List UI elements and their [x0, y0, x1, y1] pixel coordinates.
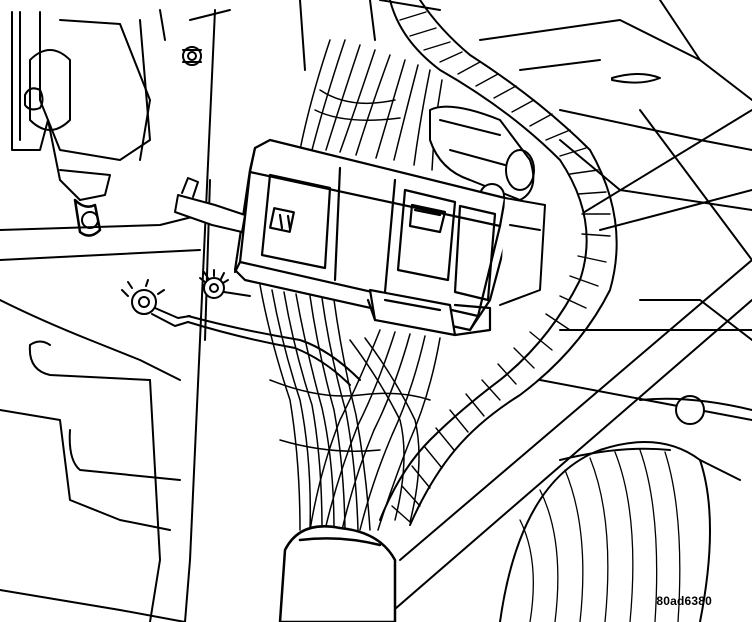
bolt-top	[182, 46, 202, 66]
secondary-connector	[366, 288, 492, 337]
lower-wire-bundle	[259, 284, 441, 531]
right-body-panel	[379, 0, 752, 622]
figure-code: 80ad6380	[656, 594, 712, 608]
grommet-right	[639, 395, 752, 425]
bundle-grommet	[278, 525, 397, 622]
ground-ring-terminal	[121, 279, 361, 386]
upper-wire-bundle	[299, 39, 443, 171]
connector-side-bracket	[499, 197, 546, 306]
flex-duct	[499, 441, 741, 622]
left-trim-panel	[0, 11, 201, 261]
floor-trim	[0, 299, 186, 622]
star-terminal	[199, 269, 251, 299]
connector-left-tab	[174, 177, 246, 233]
main-connector-block	[233, 138, 512, 332]
